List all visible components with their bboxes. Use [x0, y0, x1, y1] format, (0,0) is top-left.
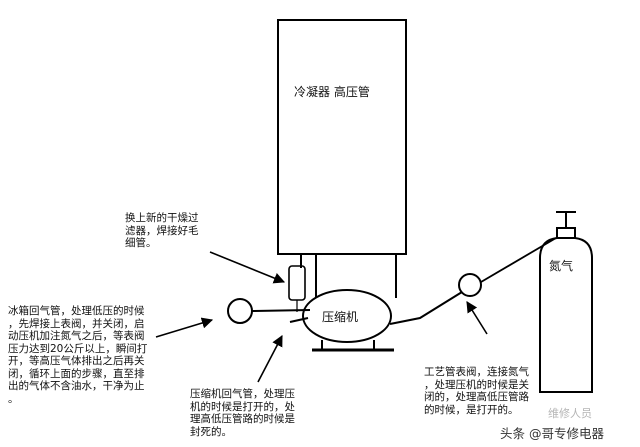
compressor-return-pipe — [289, 317, 309, 323]
filter-note: 换上新的干燥过 滤器，焊接好毛 细管。 — [125, 212, 199, 249]
condenser-box — [277, 19, 407, 255]
watermark-source: 头条 @哥专修电器 — [500, 426, 604, 441]
nitrogen-label: 氮气 — [549, 258, 573, 273]
nitrogen-cylinder — [539, 211, 593, 393]
dryer-filter — [288, 265, 306, 301]
process-pipe — [389, 291, 463, 325]
fridge-return-note: 冰箱回气管，处理低压的时候 ，先焊接上表阀，并关闭，启 动压机加注氮气之后，等表… — [8, 305, 148, 405]
process-valve-arrow — [466, 301, 488, 335]
compressor-body — [302, 289, 392, 343]
condenser-pipes — [300, 254, 397, 298]
fridge-return-valve — [227, 298, 253, 324]
fridge-return-pipe — [251, 309, 311, 312]
compressor-label: 压缩机 — [322, 309, 358, 324]
compressor-return-note: 压缩机回气管，处理压 机的时候是打开的，处 理高低压管路的时候是 封死的。 — [190, 388, 295, 438]
watermark-faint: 维修人员 — [548, 407, 592, 420]
process-valve — [458, 273, 482, 297]
fridge-return-arrow — [155, 317, 214, 338]
compressor-return-arrow — [257, 335, 283, 383]
filter-arrow — [209, 251, 286, 284]
condenser-label: 冷凝器 高压管 — [294, 84, 370, 99]
process-valve-note: 工艺管表阀，连接氮气 ，处理压机的时候是关 闭的，处理高低压管路 的时候，是打开… — [424, 366, 529, 416]
